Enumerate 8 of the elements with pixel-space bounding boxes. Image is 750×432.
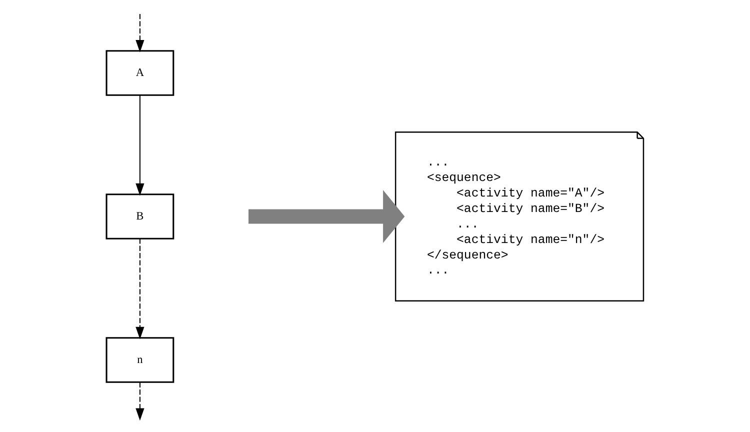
node-box: A (106, 50, 174, 96)
arrow (136, 238, 144, 339)
node-box: B (106, 193, 174, 239)
arrow (136, 94, 144, 196)
node-box: n (106, 336, 174, 382)
arrow (136, 382, 144, 420)
arrow (248, 189, 405, 242)
arrow (136, 14, 144, 52)
